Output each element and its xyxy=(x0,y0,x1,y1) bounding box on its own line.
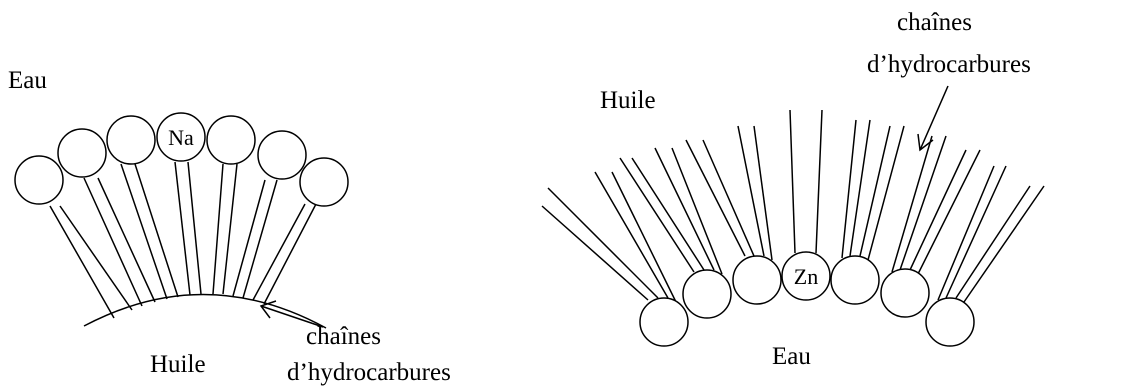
right-tail xyxy=(547,187,659,299)
right-head-circle xyxy=(732,255,782,305)
right-tail xyxy=(963,185,1045,303)
right-tail xyxy=(899,135,947,271)
left-head-circle xyxy=(206,115,256,165)
right-head-circle xyxy=(880,268,930,318)
right-tail xyxy=(619,157,695,273)
left-arrow-label-line1: chaînes xyxy=(306,323,381,350)
right-tail xyxy=(753,125,773,261)
right-tail xyxy=(815,109,823,254)
right-micelle-diagram: Huile xyxy=(541,9,1045,370)
left-tail xyxy=(134,163,179,298)
left-outer-label-eau: Eau xyxy=(8,67,47,94)
left-hydrocarbon-tails xyxy=(49,161,317,319)
right-tail xyxy=(671,147,723,275)
right-inner-label-eau: Eau xyxy=(772,343,811,370)
right-outer-label-huile: Huile xyxy=(600,87,656,114)
left-tail xyxy=(83,177,143,307)
left-head-circle xyxy=(14,155,64,205)
right-polar-heads xyxy=(639,251,975,347)
left-oil-surface-curve xyxy=(83,293,327,329)
left-inner-label-huile: Huile xyxy=(150,351,206,378)
right-tail xyxy=(937,165,995,301)
right-arrow-label-line2: d’hydrocarbures xyxy=(867,51,1031,78)
right-tail xyxy=(849,119,871,257)
left-micelle-diagram: Eau Na xyxy=(8,67,451,386)
left-tail xyxy=(59,205,133,311)
right-tail xyxy=(909,149,967,271)
right-head-circle xyxy=(830,255,880,305)
left-arrow-label-line2: d’hydrocarbures xyxy=(287,359,451,386)
left-tail xyxy=(187,161,202,295)
left-pointer-arrow xyxy=(259,300,324,328)
left-tail xyxy=(222,163,238,295)
right-tail xyxy=(917,149,981,275)
left-polar-heads xyxy=(14,112,349,207)
right-tail xyxy=(859,125,891,257)
left-head-circle-na xyxy=(156,112,206,162)
right-tail xyxy=(611,171,677,303)
right-tail xyxy=(945,165,1007,299)
right-hydrocarbon-tails xyxy=(541,109,1045,303)
right-tail xyxy=(654,147,715,271)
left-head-circle xyxy=(106,115,156,165)
left-tail xyxy=(212,163,224,295)
right-tail xyxy=(867,125,905,261)
right-tail xyxy=(541,205,649,301)
right-head-circle-zn xyxy=(781,251,831,301)
right-tail xyxy=(594,171,669,299)
right-tail xyxy=(841,119,857,259)
right-tail xyxy=(789,109,796,254)
right-head-circle xyxy=(925,297,975,347)
left-tail xyxy=(174,161,191,296)
right-tail xyxy=(685,139,746,257)
left-head-label-na: Na xyxy=(168,125,194,150)
left-tail xyxy=(263,203,317,305)
right-pointer-arrow xyxy=(917,85,949,152)
left-head-circle xyxy=(299,157,349,207)
left-tail xyxy=(49,205,115,319)
right-head-circle xyxy=(639,297,689,347)
left-tail xyxy=(252,203,306,301)
right-arrow-label-line1: chaînes xyxy=(897,9,972,36)
right-tail xyxy=(891,135,933,273)
right-tail xyxy=(631,157,705,271)
left-head-circle xyxy=(257,130,307,180)
right-head-label-zn: Zn xyxy=(794,264,818,289)
left-tail xyxy=(232,179,266,297)
left-tail xyxy=(97,177,156,303)
right-tail xyxy=(955,185,1031,299)
left-tail xyxy=(242,179,278,299)
left-tail xyxy=(120,163,168,300)
right-head-circle xyxy=(682,269,732,319)
right-tail xyxy=(737,125,765,257)
right-tail xyxy=(702,139,755,257)
left-head-circle xyxy=(57,128,107,178)
